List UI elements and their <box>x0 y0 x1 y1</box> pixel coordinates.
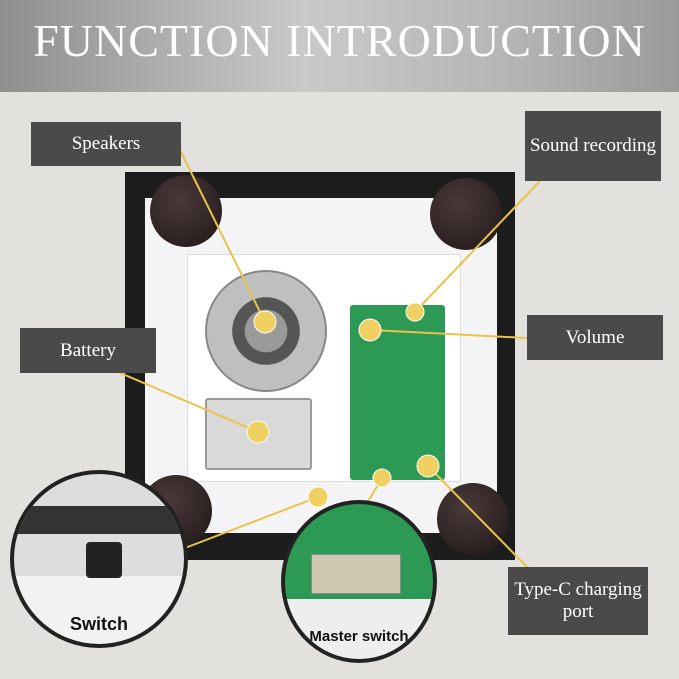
label-speakers: Speakers <box>31 122 181 166</box>
foot-pad <box>437 483 509 555</box>
master-switch-inset: Master switch <box>281 500 437 663</box>
header-banner <box>0 0 679 92</box>
tape <box>14 506 184 534</box>
push-button-image <box>86 542 122 578</box>
battery-image <box>205 398 312 470</box>
master-switch-caption: Master switch <box>309 628 409 645</box>
page-title: FUNCTION INTRODUCTION <box>33 15 646 66</box>
label-sound-recording: Sound recording <box>525 111 661 181</box>
label-type-c-port: Type-C charging port <box>508 567 648 635</box>
label-volume: Volume <box>527 315 663 360</box>
switch-caption: Switch <box>69 614 128 634</box>
label-battery: Battery <box>20 328 156 373</box>
foot-pad <box>430 178 502 250</box>
switch-inset: Switch <box>10 470 188 648</box>
slide-switch-image <box>311 554 401 594</box>
